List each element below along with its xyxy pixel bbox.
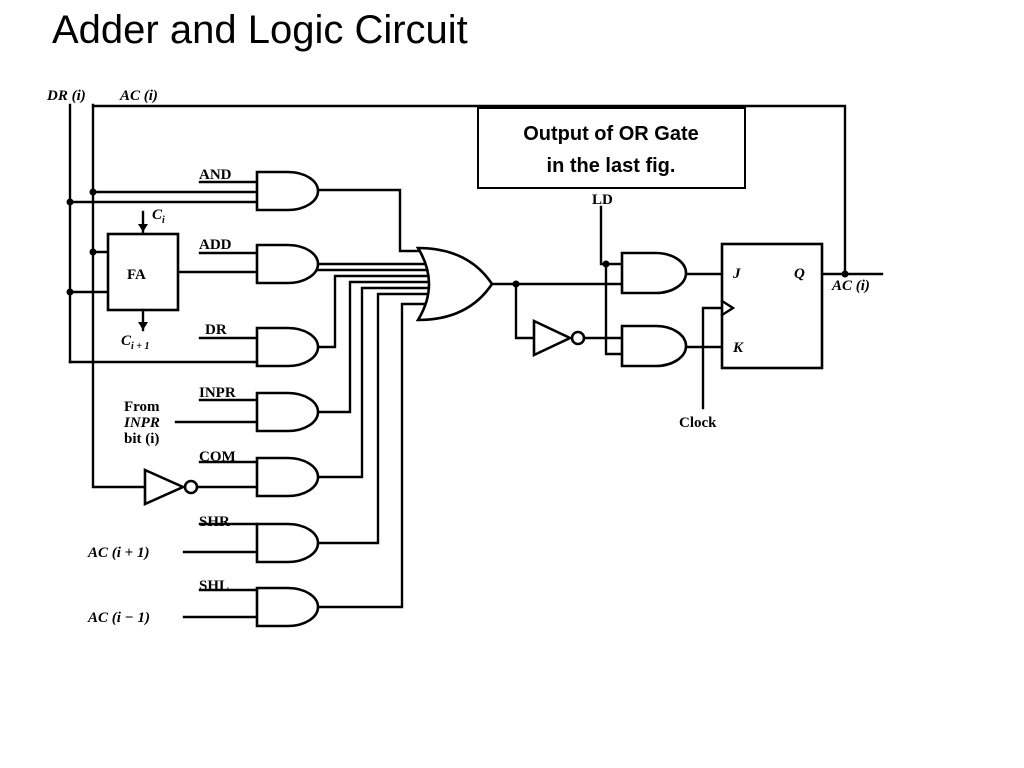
slide-title: Adder and Logic Circuit	[52, 8, 468, 52]
jk-flipflop: J K Q Clock AC (i)	[679, 242, 870, 431]
com-to-or	[316, 286, 434, 479]
dr-input-label: DR (i)	[46, 88, 86, 104]
carry-in-label: Ci	[152, 207, 165, 226]
from-label: From	[124, 399, 160, 415]
callout-box	[477, 107, 746, 189]
full-adder: FA Ci Ci + 1	[106, 207, 180, 352]
and-gate-shr	[255, 522, 320, 564]
ac-output-label: AC (i)	[831, 278, 870, 294]
and-gate-k	[620, 324, 688, 368]
inpr-label: INPR	[199, 385, 236, 401]
ac-input-label: AC (i)	[119, 88, 158, 104]
fa-input-wires	[68, 250, 110, 294]
com-label: COM	[199, 449, 236, 465]
dr-gate-input	[68, 336, 259, 364]
and-input-wires	[68, 180, 259, 204]
carry-out-label: Ci + 1	[121, 333, 150, 352]
and-gate-dr	[255, 326, 320, 368]
shr-gate-inputs	[182, 522, 259, 554]
shr-label: SHR	[199, 514, 230, 530]
callout-line-2: in the last fig.	[547, 155, 676, 177]
fa-box	[106, 232, 180, 312]
callout-line-1: Output of OR Gate	[523, 123, 699, 145]
clock-label: Clock	[679, 415, 717, 431]
carry-out-arrow-head	[138, 322, 148, 330]
or-output	[490, 282, 624, 340]
and-gate-com	[255, 456, 320, 498]
inpr-source-label: INPR	[123, 415, 160, 431]
com-gate-inputs	[197, 460, 259, 489]
junctions	[66, 188, 849, 296]
fa-label: FA	[127, 267, 146, 283]
ac-minus-label: AC (i − 1)	[87, 610, 150, 626]
shl-gate-inputs	[182, 588, 259, 619]
jk-box	[720, 242, 824, 370]
clock-line	[701, 306, 724, 410]
feedback-loop	[91, 104, 847, 277]
dr-to-or	[316, 274, 432, 349]
jk-q-label: Q	[794, 266, 805, 282]
and-gate-add	[255, 243, 320, 285]
and-gate-shl	[255, 586, 320, 628]
and-gate-and	[255, 170, 320, 212]
add-gate-inputs	[176, 251, 259, 274]
inpr-to-or	[316, 280, 434, 414]
ac-bus	[91, 103, 145, 489]
ld-label: LD	[592, 192, 613, 208]
and-gate-inpr	[255, 391, 320, 433]
jk-j-label: J	[732, 266, 741, 282]
com-inverter	[143, 467, 187, 507]
ld-line	[599, 205, 624, 356]
not-gates	[143, 318, 586, 507]
bit-label: bit (i)	[124, 431, 159, 447]
and-label: AND	[199, 167, 232, 183]
or-inverter-bubble	[570, 330, 586, 346]
shl-to-or	[316, 302, 430, 609]
and-to-or	[316, 188, 430, 253]
carry-in-arrow-head	[138, 224, 148, 232]
or-inverter	[532, 318, 574, 358]
shr-to-or	[316, 292, 432, 545]
callout: Output of OR Gate in the last fig.	[477, 107, 746, 189]
and-gate-j	[620, 251, 688, 295]
jk-k-label: K	[732, 340, 744, 356]
shl-label: SHL	[199, 578, 229, 594]
ac-plus-label: AC (i + 1)	[87, 545, 149, 561]
inpr-gate-inputs	[174, 398, 259, 424]
com-inverter-bubble	[183, 479, 199, 495]
add-label: ADD	[199, 237, 232, 253]
dr-label: DR	[205, 322, 227, 338]
signal-labels: DR (i) AC (i) AND ADD DR INPR COM SHR SH…	[46, 88, 613, 626]
and-gates	[255, 170, 688, 628]
add-to-or	[316, 262, 430, 272]
wires	[68, 103, 884, 619]
or-gate	[415, 246, 494, 322]
clock-triangle	[720, 299, 736, 317]
